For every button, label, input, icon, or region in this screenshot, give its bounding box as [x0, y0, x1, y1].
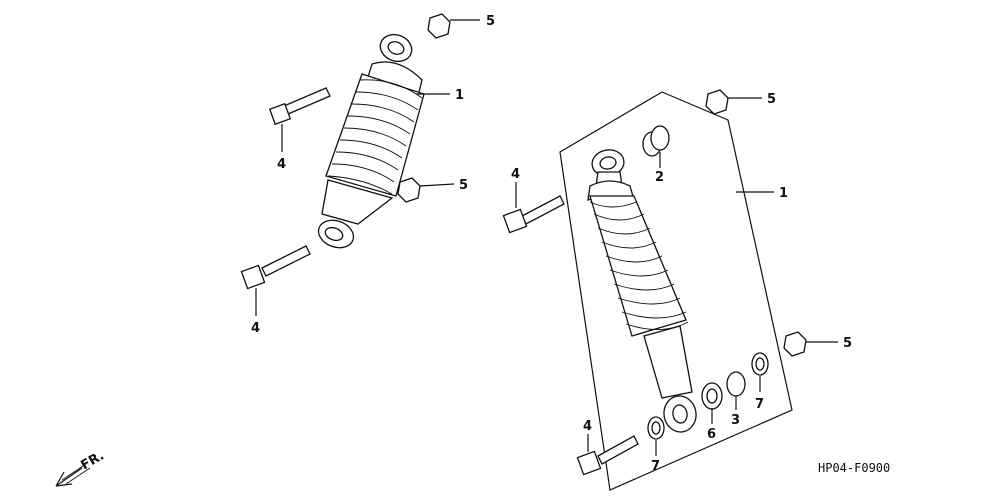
leader-lines — [255, 19, 838, 456]
callout-label: 5 — [459, 178, 468, 193]
callout-label: 4 — [277, 157, 286, 172]
assembly-outline — [559, 91, 793, 491]
callout-label: 1 — [455, 88, 464, 103]
callout-label: 6 — [707, 427, 716, 442]
callout-label: 3 — [731, 413, 740, 428]
callout-label: 4 — [511, 167, 520, 182]
collar-icon — [701, 382, 723, 410]
nut-icon — [783, 331, 807, 357]
callout-label: 2 — [655, 170, 664, 185]
left-shock-absorber — [317, 33, 425, 249]
front-label: FR. — [79, 448, 107, 473]
callout-label: 7 — [755, 397, 764, 412]
figure-code: HP04-F0900 — [818, 461, 890, 475]
nut-icon — [427, 13, 451, 39]
spacer-icon — [726, 371, 746, 397]
callout-label: 5 — [486, 14, 495, 29]
bolt-icon — [502, 195, 565, 234]
bolt-icon — [268, 87, 331, 126]
front-arrow-icon — [55, 463, 91, 487]
bolt-icon — [576, 435, 639, 476]
callout-label: 1 — [779, 186, 788, 201]
callout-label: 4 — [583, 419, 592, 434]
right-shock-absorber — [587, 149, 697, 433]
washer-icon — [647, 416, 665, 440]
nut-icon — [705, 89, 729, 115]
washer-icon — [751, 352, 769, 376]
callout-label: 5 — [767, 92, 776, 107]
bushing-icon — [642, 125, 670, 157]
callout-label: 5 — [843, 336, 852, 351]
bolt-icon — [240, 245, 311, 290]
callout-label: 7 — [651, 459, 660, 474]
callout-label: 4 — [251, 321, 260, 336]
nut-icon — [397, 177, 421, 203]
